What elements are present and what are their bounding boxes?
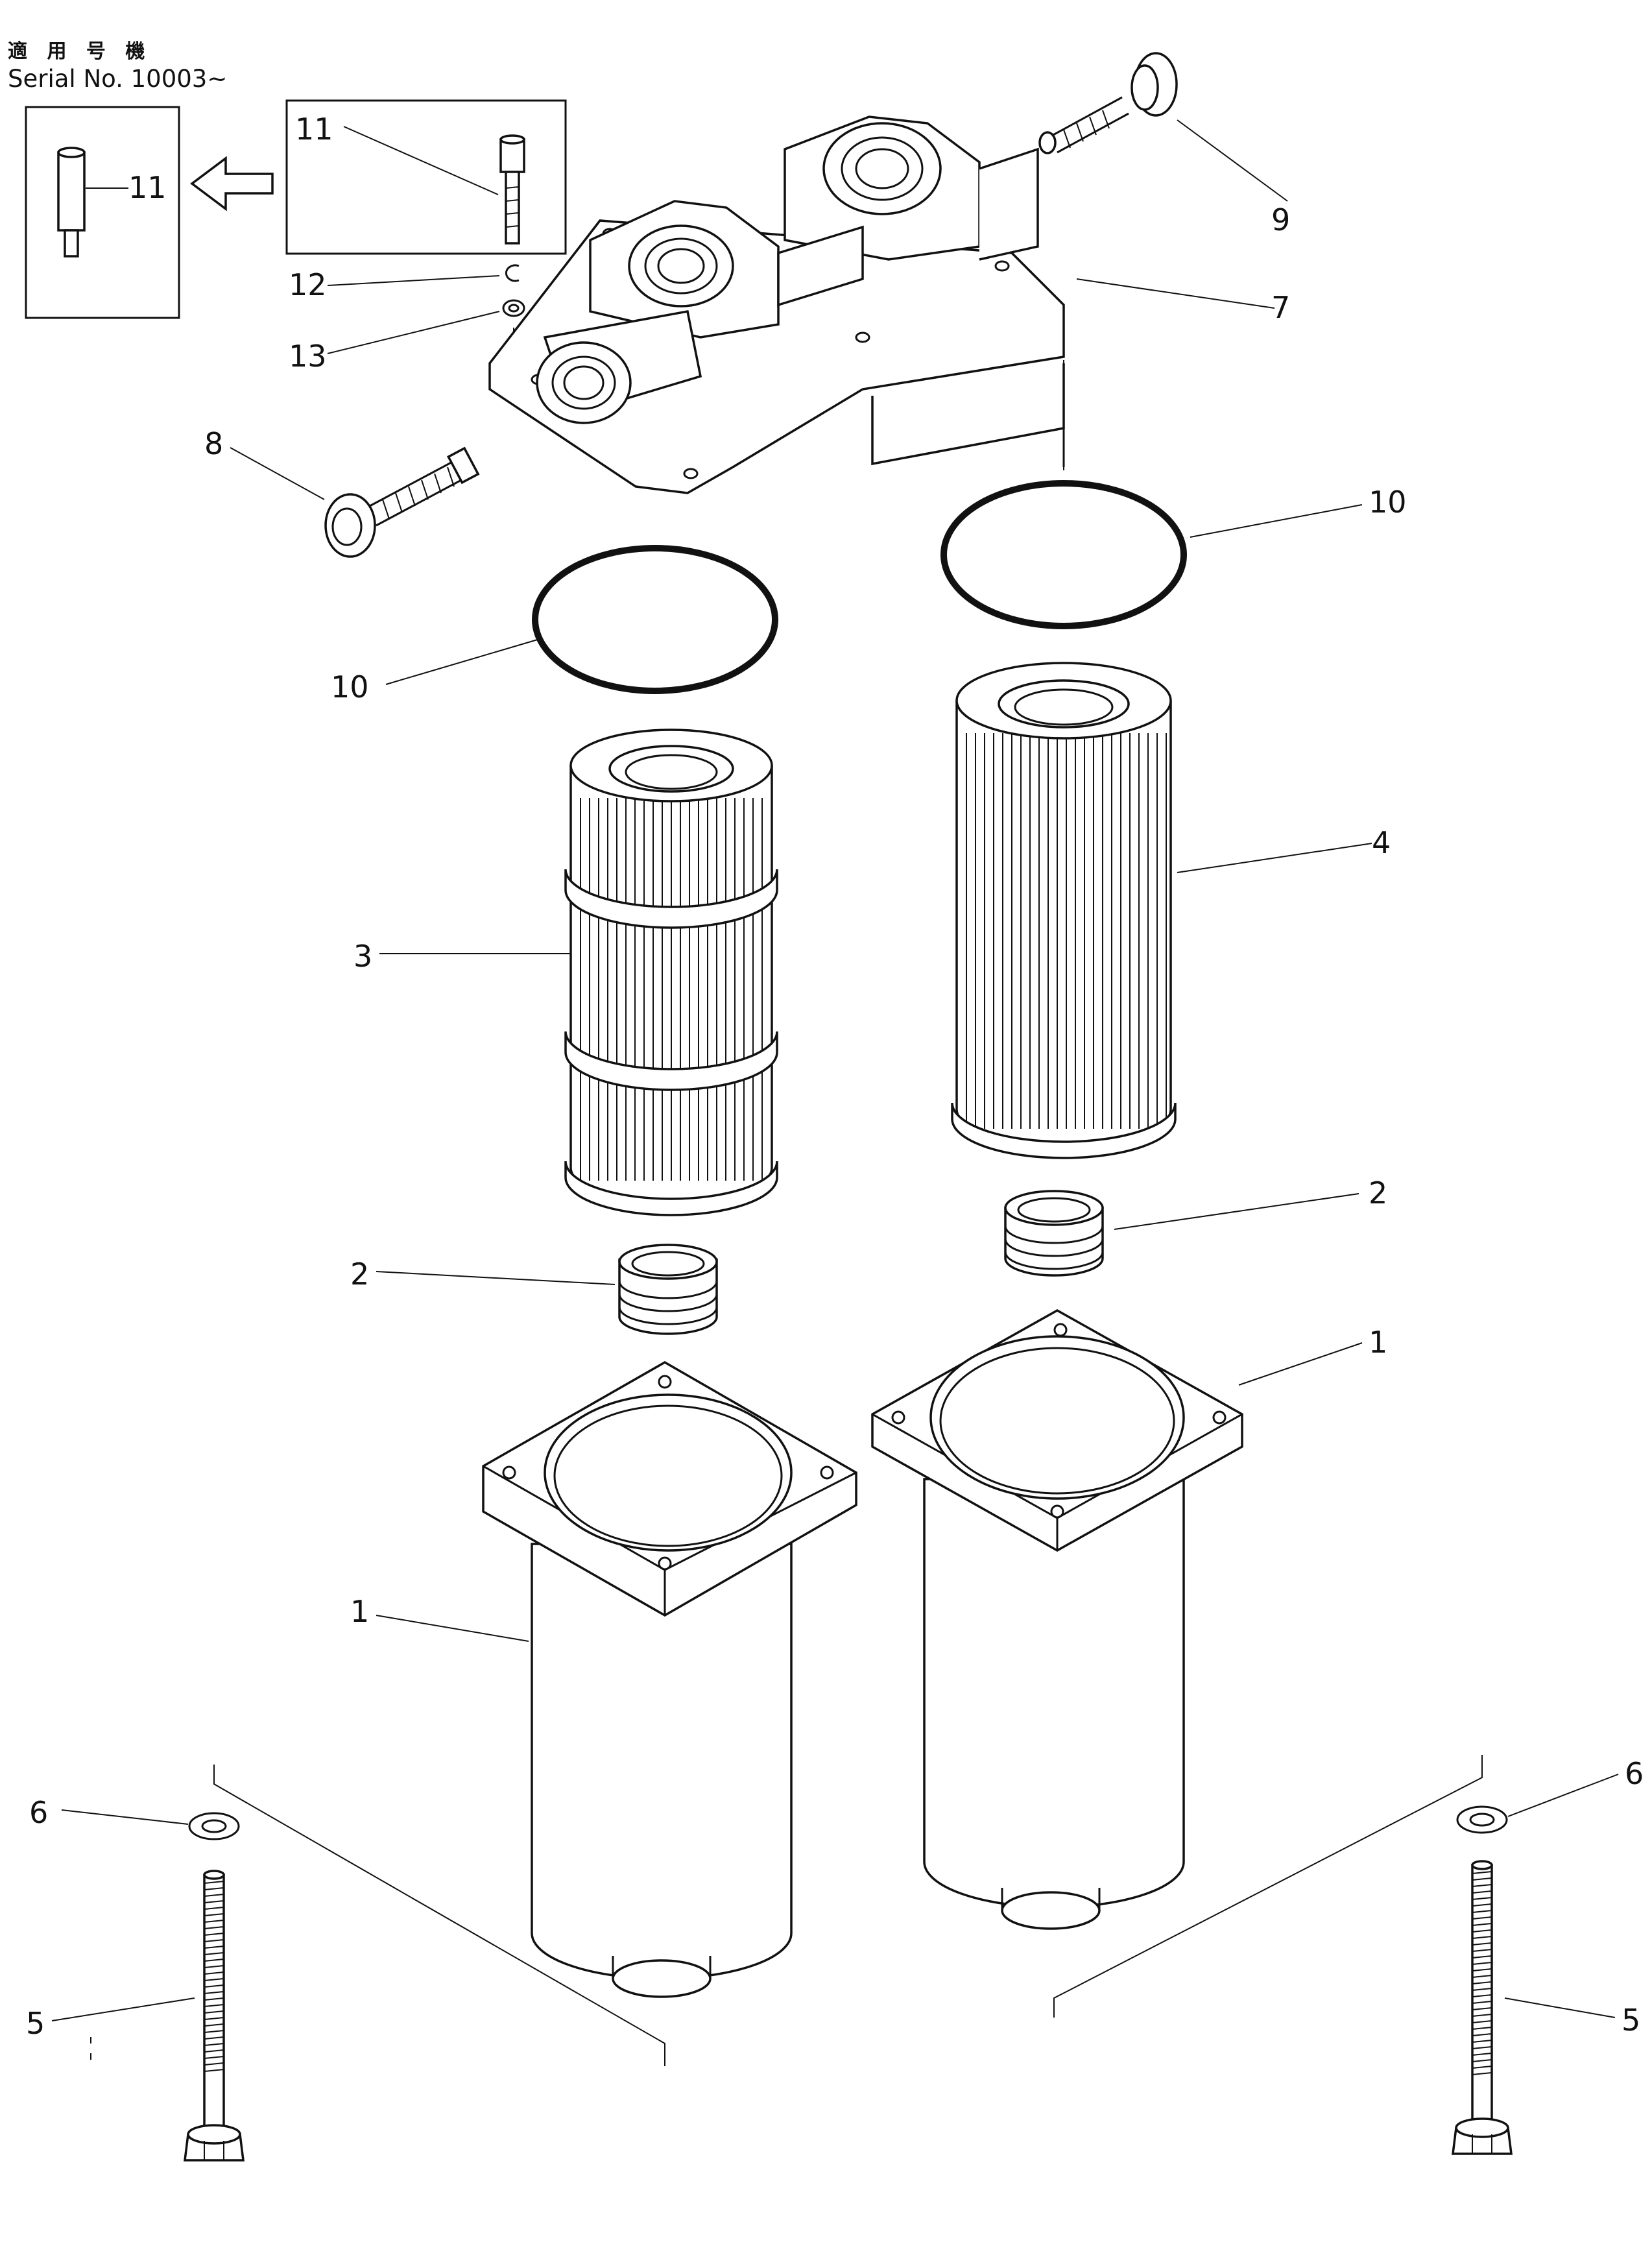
leader-lines	[51, 119, 1619, 2021]
applicability-header: 適 用 号 機 Serial No. 10003~	[8, 39, 227, 93]
o-ring-10-right	[940, 480, 1187, 629]
filter-case-1-right	[871, 1308, 1243, 1930]
serial-number-label: Serial No. 10003~	[8, 65, 228, 93]
spring-2-right	[1004, 1190, 1104, 1277]
callout-1-left: 1	[350, 1594, 369, 1629]
callout-10-right: 10	[1369, 485, 1407, 520]
filter-element-4	[951, 662, 1177, 1159]
callout-5-right: 5	[1622, 2003, 1640, 2038]
callout-2-right: 2	[1369, 1175, 1387, 1211]
filter-element-3	[564, 729, 778, 1216]
assembly-lines	[90, 360, 1483, 2066]
washer-6-right	[1456, 1805, 1508, 1834]
pleats-right	[966, 733, 1167, 1129]
spring-2-left	[618, 1244, 718, 1335]
bolt-5-left	[184, 1870, 245, 2162]
pleats-left	[580, 798, 763, 1181]
callout-12: 12	[289, 267, 327, 302]
arrow-left-icon	[190, 156, 274, 211]
callout-11: 11	[295, 112, 333, 147]
filter-head-7	[488, 115, 1065, 494]
callout-6-right: 6	[1625, 1756, 1644, 1791]
callout-11-inset: 11	[128, 170, 167, 205]
inset-bolt-variant	[25, 106, 274, 319]
callout-10-left: 10	[331, 669, 369, 705]
callout-8: 8	[204, 426, 223, 461]
callout-2-left: 2	[350, 1257, 369, 1292]
callout-5-left: 5	[26, 2006, 45, 2041]
bolt-5-right	[1452, 1860, 1513, 2155]
callout-1-right: 1	[1369, 1325, 1387, 1360]
applicability-label: 適 用 号 機	[8, 40, 152, 63]
callout-6-left: 6	[29, 1795, 48, 1830]
inset-cap-screw	[285, 99, 567, 255]
callout-9: 9	[1271, 202, 1290, 237]
callout-labels: 11 11 12 13 9 7 8 10 10 4 3 2 2 1 1 6 6 …	[26, 112, 1644, 2041]
callout-3: 3	[353, 939, 372, 974]
o-ring-10-left	[532, 545, 778, 694]
washer-6-left	[188, 1812, 240, 1840]
filter-case-1-left	[482, 1360, 857, 1998]
callout-7: 7	[1271, 290, 1290, 325]
relief-valve-8	[324, 446, 480, 558]
plug-9	[1038, 52, 1178, 154]
callout-4: 4	[1372, 825, 1391, 860]
snap-ring-12	[505, 264, 520, 282]
callout-13: 13	[289, 339, 327, 374]
